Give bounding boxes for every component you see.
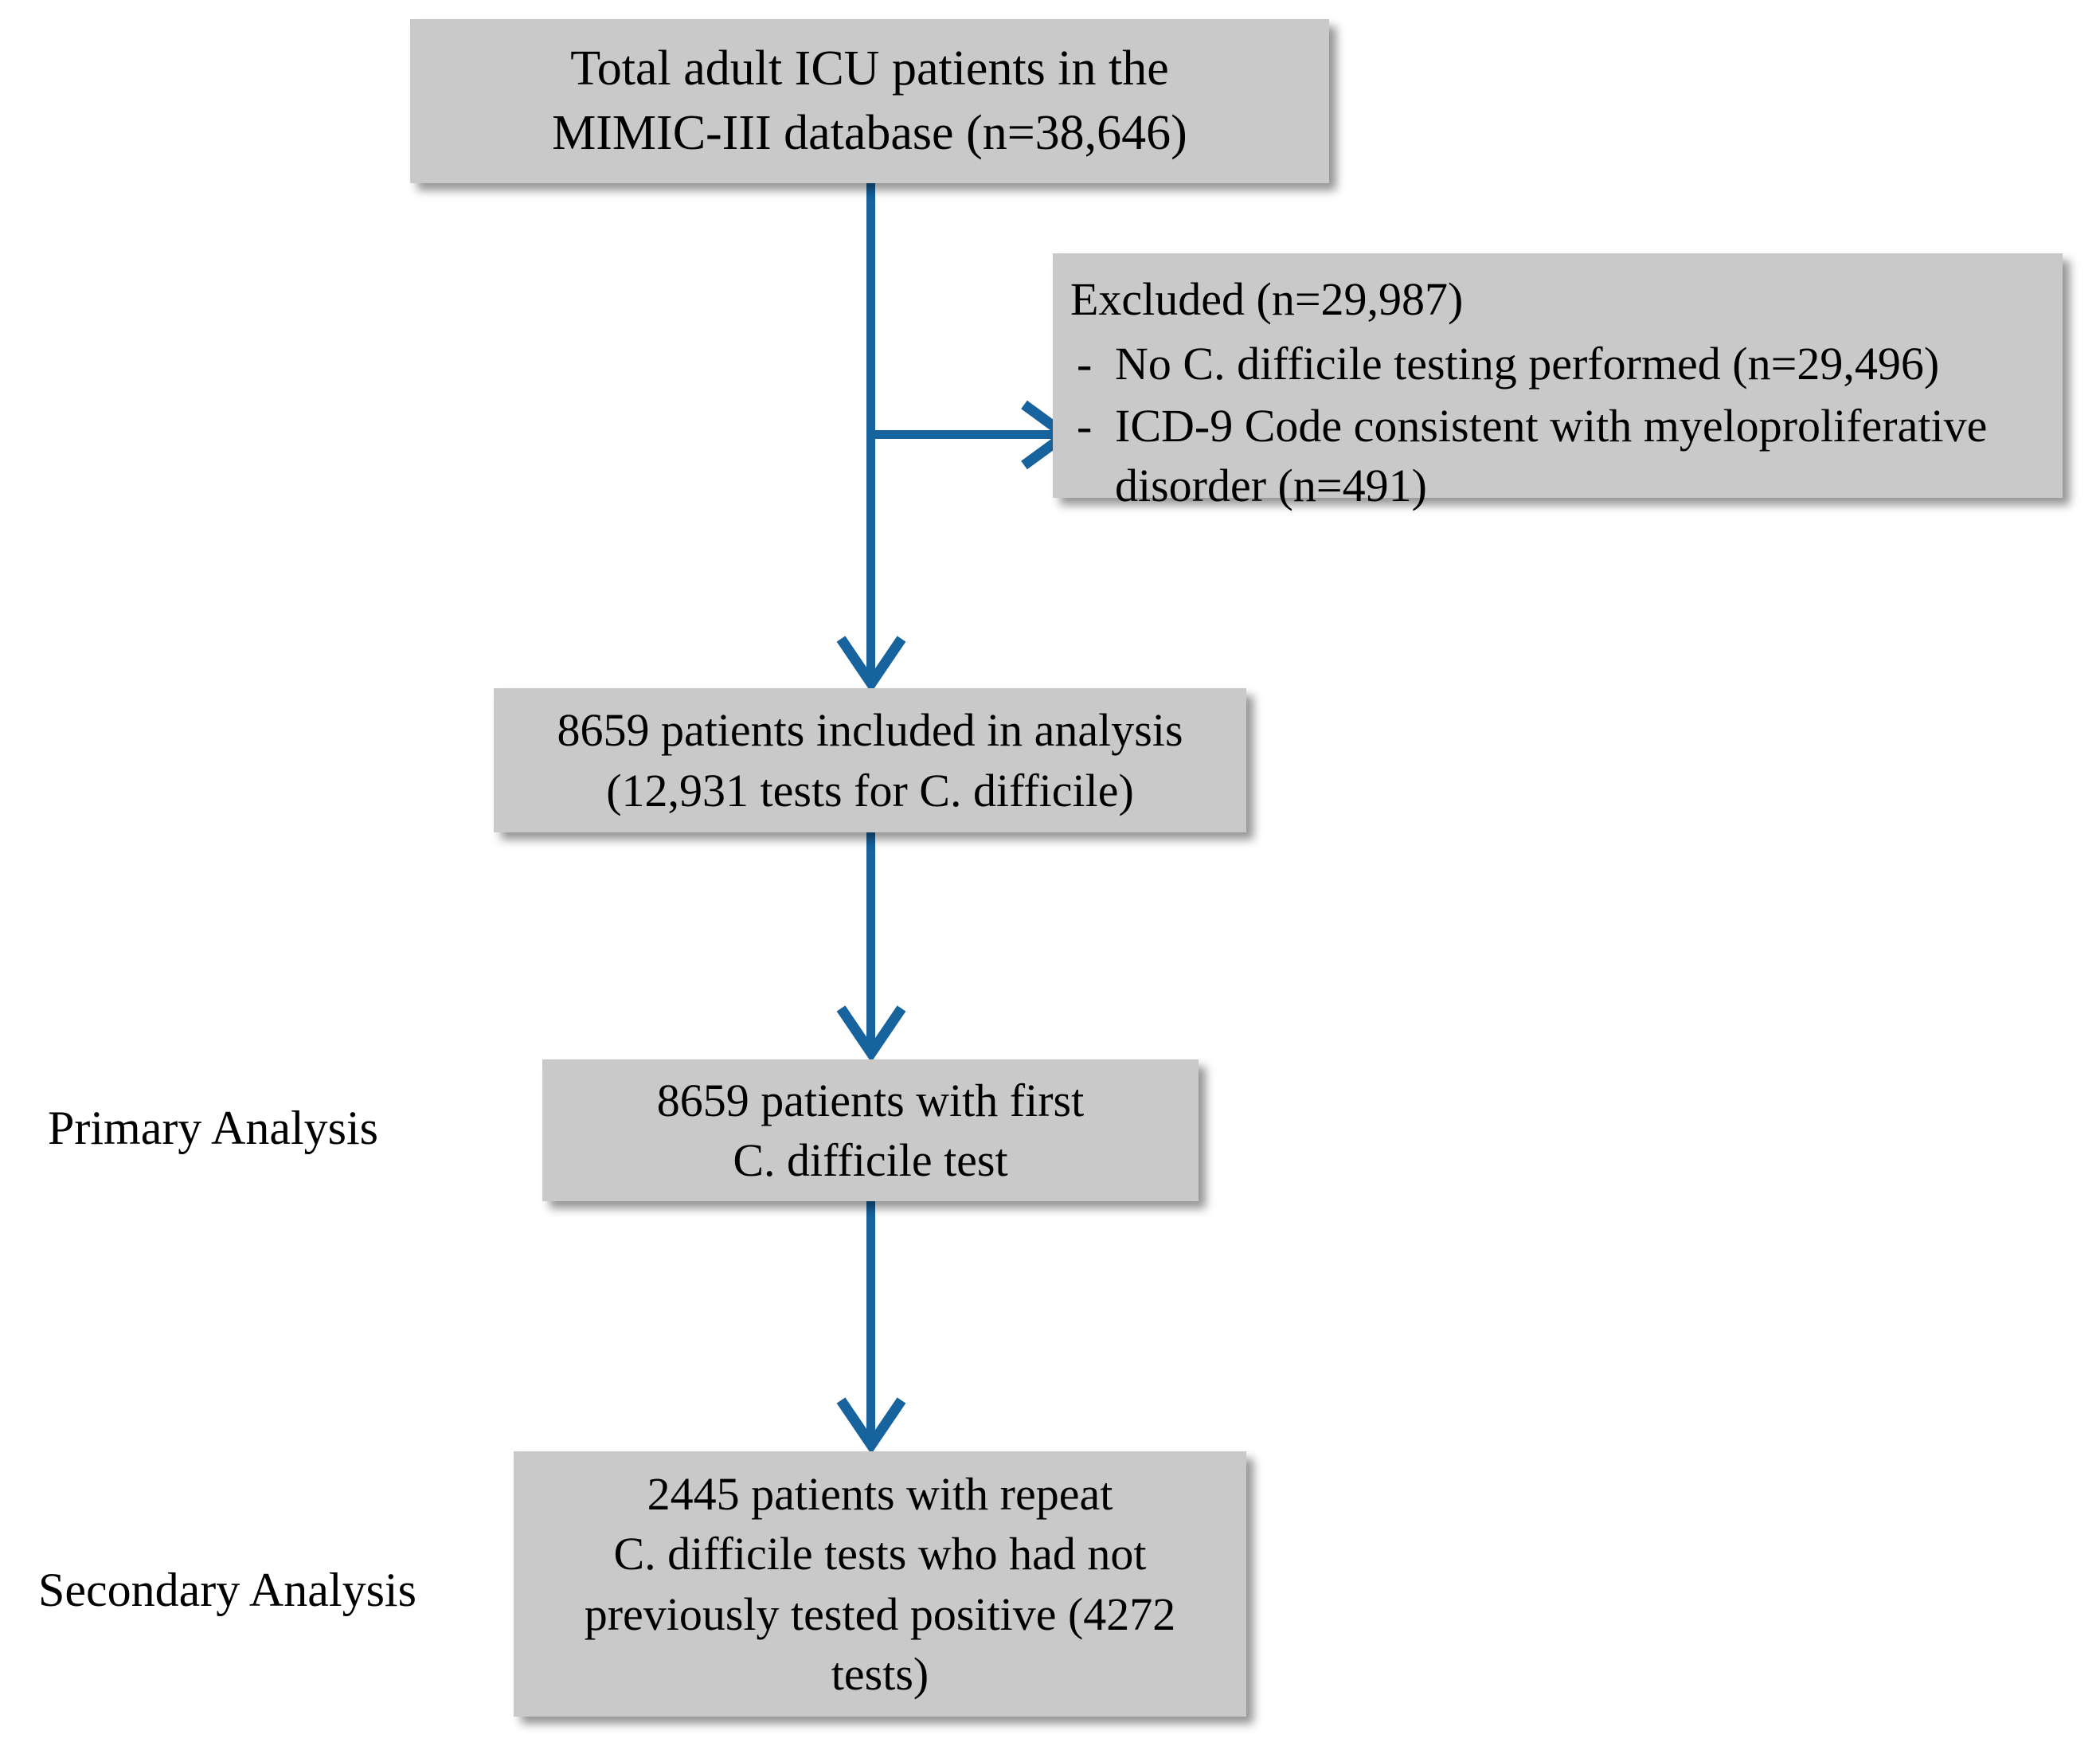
node-included-cohort-line-1: 8659 patients included in analysis xyxy=(557,704,1183,757)
node-included-cohort: 8659 patients included in analysis (12,9… xyxy=(494,688,1246,832)
exclusions-list: - No C. difficile testing performed (n=2… xyxy=(1070,334,2045,517)
node-secondary-analysis: 2445 patients with repeat C. difficile t… xyxy=(514,1451,1246,1717)
exclusion-item: - ICD-9 Code consistent with myeloprolif… xyxy=(1070,396,2045,518)
bullet-dash-icon: - xyxy=(1077,338,1093,390)
node-primary-analysis-line-1: 8659 patients with first xyxy=(656,1074,1085,1126)
exclusion-item: - No C. difficile testing performed (n=2… xyxy=(1070,334,2045,395)
connector-excluded-branch xyxy=(866,430,1066,439)
stage-label-secondary-analysis: Secondary Analysis xyxy=(38,1564,416,1616)
arrowhead-down-icon xyxy=(836,1005,906,1063)
connector-included-stem xyxy=(866,832,875,1053)
node-primary-analysis: 8659 patients with first C. difficile te… xyxy=(542,1059,1199,1201)
arrowhead-down-icon xyxy=(836,636,906,693)
bullet-dash-icon: - xyxy=(1077,399,1093,452)
node-total-cohort-line-1: Total adult ICU patients in the xyxy=(570,41,1169,96)
arrowhead-down-icon xyxy=(836,1397,906,1455)
exclusion-item-text: ICD-9 Code consistent with myeloprolifer… xyxy=(1115,399,1988,512)
node-secondary-analysis-line-1: 2445 patients with repeat xyxy=(647,1467,1113,1520)
node-exclusions: Excluded (n=29,987) - No C. difficile te… xyxy=(1053,253,2063,511)
node-primary-analysis-line-2: C. difficile test xyxy=(733,1134,1008,1186)
stage-label-primary-analysis: Primary Analysis xyxy=(48,1102,378,1154)
node-secondary-analysis-line-2: C. difficile tests who had not xyxy=(613,1528,1147,1580)
connector-primary-stem xyxy=(866,1201,875,1445)
node-total-cohort-line-2: MIMIC-III database (n=38,646) xyxy=(552,106,1187,160)
node-secondary-analysis-line-4: tests) xyxy=(831,1647,929,1700)
node-included-cohort-line-2: (12,931 tests for C. difficile) xyxy=(606,764,1134,816)
node-secondary-analysis-line-3: previously tested positive (4272 xyxy=(584,1588,1176,1640)
node-total-cohort: Total adult ICU patients in the MIMIC-II… xyxy=(410,19,1329,183)
exclusions-title: Excluded (n=29,987) xyxy=(1070,273,1464,325)
exclusion-item-text: No C. difficile testing performed (n=29,… xyxy=(1115,338,1940,390)
